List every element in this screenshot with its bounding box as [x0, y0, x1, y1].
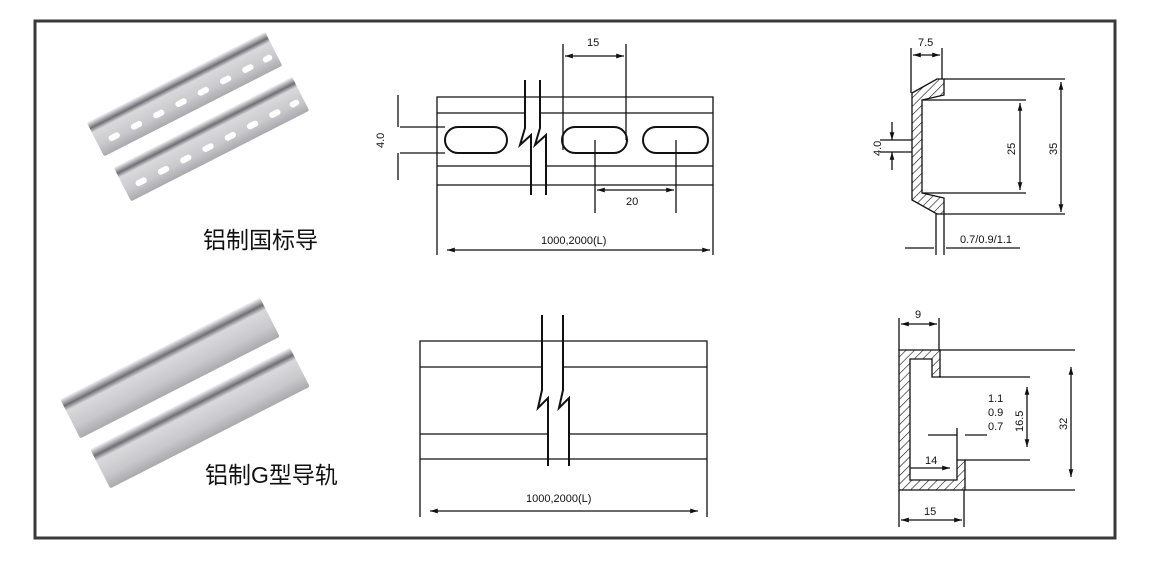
dim-slot-height: 4.0 — [375, 133, 387, 148]
g-rail-front-view: 1000,2000(L) — [419, 315, 708, 517]
dim-flange-width: 7.5 — [918, 37, 933, 49]
dim-inner-width: 14 — [925, 455, 937, 467]
dim-outer-height: 35 — [1048, 143, 1060, 155]
dim-slot-length: 15 — [587, 37, 599, 49]
dim-thickness-1: 1.1 — [988, 393, 1003, 405]
dim-base-width: 15 — [924, 506, 936, 518]
dim-inner-height: 16.5 — [1014, 411, 1026, 432]
dim-length: 1000,2000(L) — [541, 235, 606, 247]
dim-outer-height: 32 — [1058, 418, 1070, 430]
dim-thickness-3: 0.7 — [988, 421, 1003, 433]
slotted-aluminum-din-rail-photo — [87, 32, 309, 201]
frame — [33, 19, 1117, 540]
g-rail-cross-section: 9 1.1 0.9 0.7 16.5 32 14 15 — [898, 309, 1075, 527]
product-caption: 铝制国标导 — [203, 227, 318, 253]
dim-thickness-2: 0.9 — [988, 407, 1003, 419]
dim-hole: 4.0 — [872, 141, 884, 156]
aluminum-g-rail-photo — [60, 298, 310, 488]
product-caption: 铝制G型导轨 — [205, 462, 338, 488]
slotted-rail-front-view: 15 20 4.0 1000,2000(L) — [375, 37, 714, 255]
dim-top-width: 9 — [915, 309, 921, 321]
dim-thickness: 0.7/0.9/1.1 — [960, 234, 1012, 246]
dim-slot-pitch: 20 — [626, 196, 638, 208]
dim-length: 1000,2000(L) — [526, 493, 591, 505]
dim-inner-height: 25 — [1006, 143, 1018, 155]
slotted-rail-cross-section: 7.5 4.0 25 35 0.7/0.9/1.1 — [872, 37, 1065, 255]
